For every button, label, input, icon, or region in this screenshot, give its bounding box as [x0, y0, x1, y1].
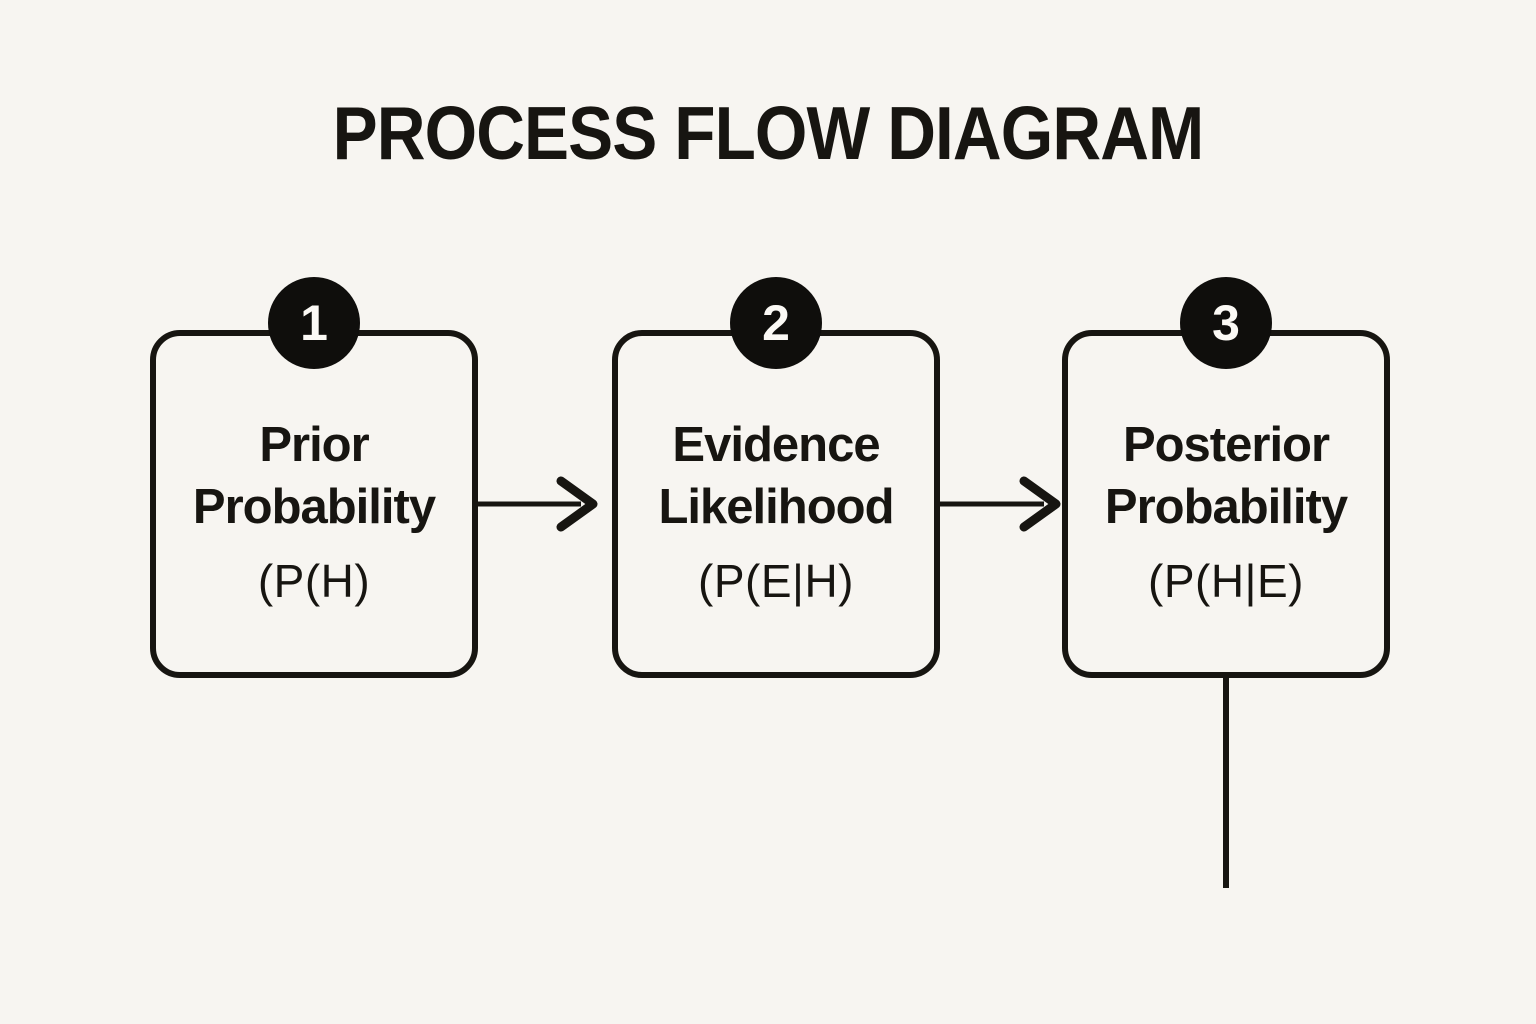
step-card-prior: 1 Prior Probability (P(H)	[150, 277, 478, 678]
step-number-badge: 2	[730, 277, 822, 369]
step-card-posterior: 3 Posterior Probability (P(H|E)	[1062, 277, 1390, 678]
step-box: Prior Probability (P(H)	[150, 330, 478, 678]
step-formula: (P(E|H)	[698, 555, 854, 608]
step-formula: (P(H|E)	[1148, 555, 1304, 608]
step-number-badge: 3	[1180, 277, 1272, 369]
step-number-badge: 1	[268, 277, 360, 369]
step-formula: (P(H)	[257, 555, 371, 608]
connector-line-down	[1223, 676, 1229, 888]
step-box: Posterior Probability (P(H|E)	[1062, 330, 1390, 678]
step-box: Evidence Likelihood (P(E|H)	[612, 330, 940, 678]
arrow-right-icon	[475, 472, 599, 536]
step-card-evidence: 2 Evidence Likelihood (P(E|H)	[612, 277, 940, 678]
step-name: Prior Probability	[192, 417, 436, 534]
step-name: Posterior Probability	[1104, 417, 1348, 534]
arrow-right-icon	[938, 472, 1062, 536]
page-title: PROCESS FLOW DIAGRAM	[332, 91, 1205, 175]
step-name: Evidence Likelihood	[658, 417, 895, 534]
